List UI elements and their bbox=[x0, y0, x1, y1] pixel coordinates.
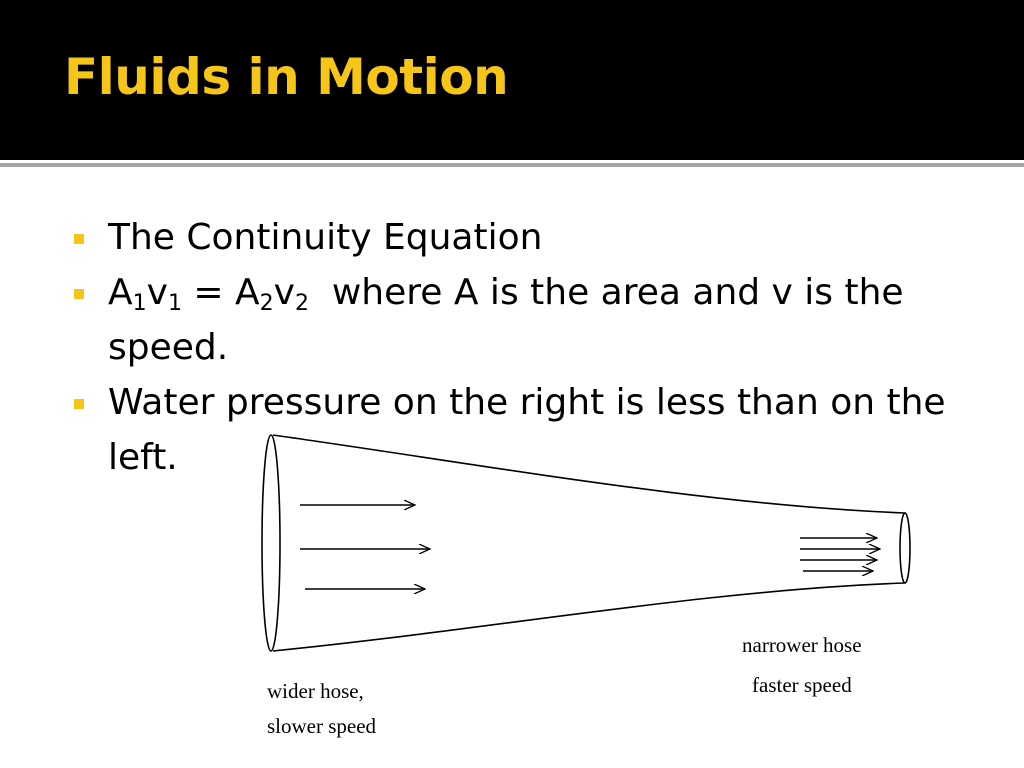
wide-hose-label: wider hose, bbox=[267, 679, 364, 703]
slide-title: Fluids in Motion bbox=[64, 48, 509, 106]
wide-hose-label: slower speed bbox=[267, 714, 377, 738]
bullet-square-icon bbox=[74, 289, 84, 299]
equation-description: where A is the area and v is the speed. bbox=[108, 272, 916, 368]
eq-sub: 1 bbox=[167, 291, 182, 316]
eq-speed-1: v bbox=[146, 272, 168, 313]
bullet-text: Water pressure on the right is less than… bbox=[108, 382, 946, 478]
bullet-text: The Continuity Equation bbox=[108, 217, 543, 258]
eq-equals: = bbox=[181, 272, 236, 313]
bullet-item: Water pressure on the right is less than… bbox=[72, 375, 982, 485]
narrow-end-ellipse bbox=[899, 512, 911, 584]
eq-sub: 1 bbox=[132, 291, 147, 316]
eq-area-2: A bbox=[235, 272, 260, 313]
wide-end-ellipse bbox=[261, 434, 281, 652]
flow-arrows-fast bbox=[800, 538, 880, 571]
hose-bottom-edge bbox=[272, 582, 906, 652]
narrow-hose-label: narrower hose bbox=[742, 633, 862, 657]
header-divider-gray bbox=[0, 163, 1024, 167]
bullet-item: The Continuity Equation bbox=[72, 210, 982, 265]
header-divider-white bbox=[0, 160, 1024, 163]
narrow-hose-label: faster speed bbox=[752, 673, 852, 697]
continuity-equation: A1v1 = A2v2 where A is the area and v is… bbox=[108, 272, 915, 368]
hose-outline bbox=[261, 434, 911, 652]
flow-arrows-slow bbox=[300, 505, 430, 589]
hose-top-edge bbox=[272, 434, 906, 514]
eq-sub: 2 bbox=[294, 291, 309, 316]
eq-speed-2: v bbox=[273, 272, 295, 313]
bullet-square-icon bbox=[74, 399, 84, 409]
slide-header: Fluids in Motion bbox=[0, 0, 1024, 160]
eq-area-1: A bbox=[108, 272, 133, 313]
bullet-square-icon bbox=[74, 234, 84, 244]
bullet-item: A1v1 = A2v2 where A is the area and v is… bbox=[72, 265, 982, 375]
hose-diagram: wider hose, slower speed narrower hose f… bbox=[261, 434, 911, 738]
bullet-list: The Continuity Equation A1v1 = A2v2 wher… bbox=[72, 210, 982, 485]
eq-sub: 2 bbox=[259, 291, 274, 316]
